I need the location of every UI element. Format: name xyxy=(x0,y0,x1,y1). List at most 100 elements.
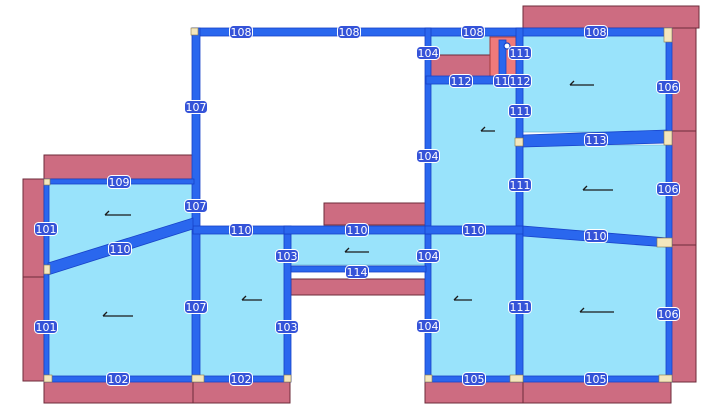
column[interactable] xyxy=(514,137,524,147)
beam-label-text: 110 xyxy=(231,224,252,237)
column[interactable] xyxy=(424,374,433,383)
beam-label-111[interactable]: 111 xyxy=(508,104,532,119)
beam-label-pill xyxy=(229,372,253,386)
beam-label-101[interactable]: 101 xyxy=(34,320,58,335)
beam-label-109[interactable]: 109 xyxy=(107,175,131,190)
beam-label-108[interactable]: 108 xyxy=(337,25,361,40)
beam-label-104[interactable]: 104 xyxy=(416,46,440,61)
slab-center-bottom[interactable] xyxy=(429,232,518,378)
beam-label-102[interactable]: 102 xyxy=(106,372,130,387)
beam-label-pill xyxy=(508,46,532,60)
slab-center-tall[interactable] xyxy=(429,83,518,227)
slab-middle-left[interactable] xyxy=(196,232,285,378)
span-direction-arrow-icon xyxy=(102,311,133,317)
beam-label-pill xyxy=(461,25,485,39)
column[interactable] xyxy=(43,374,53,383)
beam-label-104[interactable]: 104 xyxy=(416,249,440,264)
beam-label-text: 108 xyxy=(463,26,484,39)
beam-label-pill xyxy=(584,133,608,147)
beam-label-110[interactable]: 110 xyxy=(108,242,132,257)
beam-label-105[interactable]: 105 xyxy=(584,372,608,387)
beam-label-106[interactable]: 106 xyxy=(656,182,680,197)
beam-label-101[interactable]: 101 xyxy=(34,222,58,237)
slab-right-top[interactable] xyxy=(522,35,668,133)
slab-corridor[interactable] xyxy=(290,232,426,266)
beam-label-112[interactable]: 112 xyxy=(449,74,473,89)
beam-label-text: 106 xyxy=(658,81,679,94)
beam-label-110[interactable]: 110 xyxy=(345,223,369,238)
beam-label-108[interactable]: 108 xyxy=(461,25,485,40)
beam-label-113[interactable]: 113 xyxy=(584,133,608,148)
beam-label-pill xyxy=(107,175,131,189)
beam-label-110[interactable]: 110 xyxy=(229,223,253,238)
beam-label-text: 111 xyxy=(510,105,531,118)
span-direction-arrow-icon xyxy=(569,80,594,86)
column[interactable] xyxy=(509,374,524,383)
beam-label-pill xyxy=(656,80,680,94)
beam-label-pill xyxy=(416,149,440,163)
wall-top-right[interactable] xyxy=(522,5,700,29)
beam-top-left-chord[interactable] xyxy=(191,27,431,37)
beam-label-pill xyxy=(229,223,253,237)
column[interactable] xyxy=(283,374,292,383)
beam-label-107[interactable]: 107 xyxy=(184,100,208,115)
beam-label-text: 111 xyxy=(510,179,531,192)
beam-label-pill xyxy=(416,249,440,263)
beam-label-text: 103 xyxy=(277,250,298,263)
beam-label-104[interactable]: 104 xyxy=(416,149,440,164)
slab-right-bottom[interactable] xyxy=(522,234,668,378)
slab-layer xyxy=(47,35,668,378)
beam-label-pill xyxy=(34,222,58,236)
wall-corridor-bottom[interactable] xyxy=(290,278,426,296)
beam-label-text: 102 xyxy=(108,373,129,386)
beam-label-text: 101 xyxy=(36,321,57,334)
beam-label-108[interactable]: 108 xyxy=(229,25,253,40)
beam-label-114[interactable]: 114 xyxy=(345,265,369,280)
column[interactable] xyxy=(43,264,51,275)
beam-label-103[interactable]: 103 xyxy=(275,249,299,264)
column[interactable] xyxy=(663,130,673,146)
beam-label-110[interactable]: 110 xyxy=(584,229,608,244)
beam-label-text: 109 xyxy=(109,176,130,189)
slab-right-middle[interactable] xyxy=(522,144,668,239)
beam-label-107[interactable]: 107 xyxy=(184,199,208,214)
beam-vertical-101[interactable] xyxy=(43,178,50,382)
wall-right-upper[interactable] xyxy=(670,27,697,132)
beam-label-106[interactable]: 106 xyxy=(656,80,680,95)
beam-label-108[interactable]: 108 xyxy=(584,25,608,40)
beam-label-111[interactable]: 111 xyxy=(508,300,532,315)
beam-label-pill xyxy=(656,182,680,196)
beam-label-pill xyxy=(416,319,440,333)
beam-102[interactable] xyxy=(43,375,292,383)
beam-label-110[interactable]: 110 xyxy=(462,223,486,238)
beam-label-text: 105 xyxy=(586,373,607,386)
beam-label-pill xyxy=(337,25,361,39)
column[interactable] xyxy=(191,374,205,383)
beam-label-111[interactable]: 111 xyxy=(508,46,532,61)
beam-label-pill xyxy=(462,372,486,386)
beam-label-104[interactable]: 104 xyxy=(416,319,440,334)
beam-label-111[interactable]: 111 xyxy=(508,178,532,193)
column[interactable] xyxy=(656,237,673,248)
beam-label-103[interactable]: 103 xyxy=(275,320,299,335)
beam-label-text: 110 xyxy=(586,230,607,243)
column[interactable] xyxy=(190,27,199,36)
wall-corridor-top[interactable] xyxy=(323,202,427,226)
beam-label-106[interactable]: 106 xyxy=(656,307,680,322)
beam-label-text: 110 xyxy=(347,224,368,237)
column[interactable] xyxy=(663,27,673,43)
column[interactable] xyxy=(43,178,51,186)
beam-label-105[interactable]: 105 xyxy=(462,372,486,387)
beam-label-pill xyxy=(656,307,680,321)
beam-label-text: 114 xyxy=(347,266,368,279)
beam-label-102[interactable]: 102 xyxy=(229,372,253,387)
span-direction-arrow-icon xyxy=(579,307,614,313)
column[interactable] xyxy=(658,374,673,383)
column-node[interactable] xyxy=(503,42,511,50)
beam-label-112[interactable]: 112 xyxy=(508,74,532,89)
beam-label-pill xyxy=(462,223,486,237)
beam-label-107[interactable]: 107 xyxy=(184,300,208,315)
beam-label-text: 106 xyxy=(658,183,679,196)
